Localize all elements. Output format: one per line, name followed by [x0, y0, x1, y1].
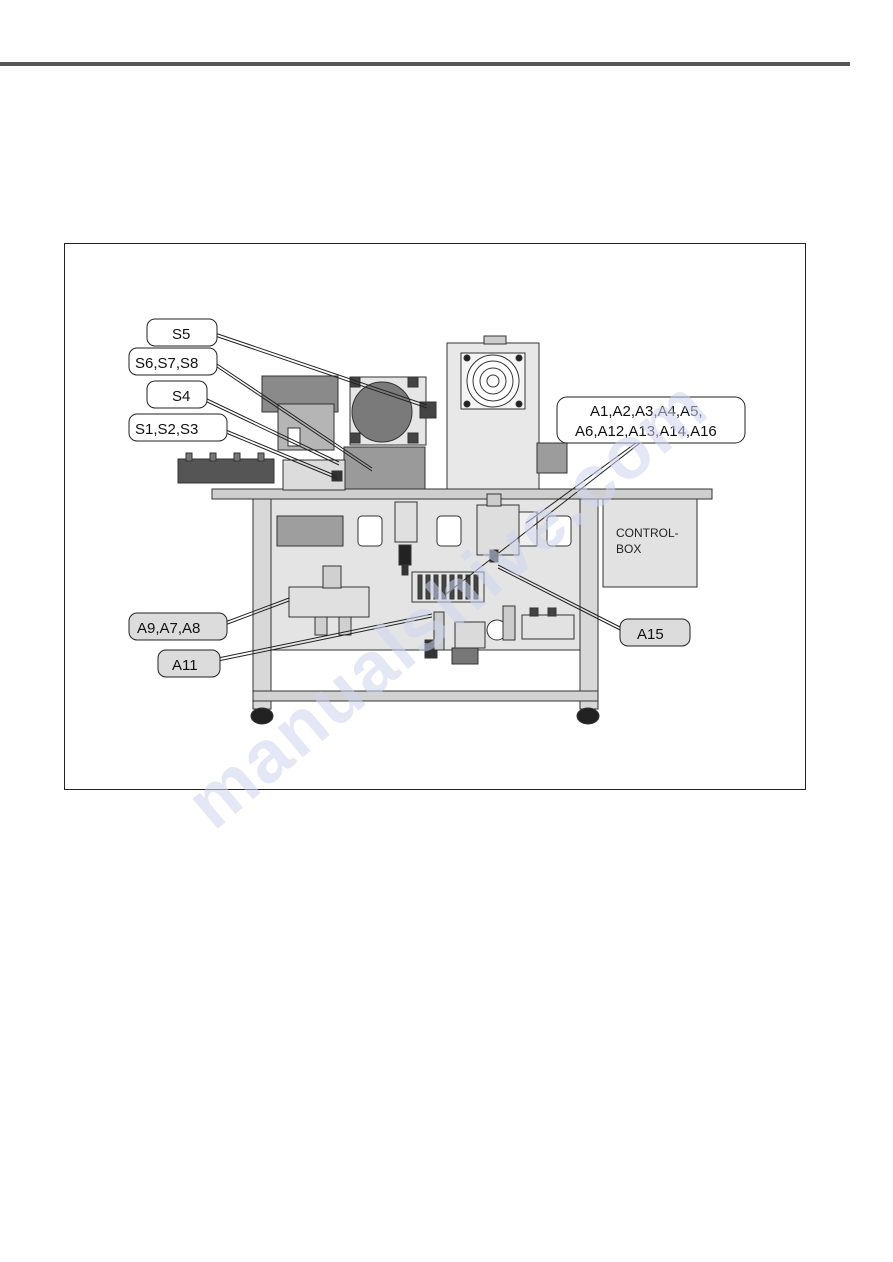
callout-s1-s2-s3: S1,S2,S3: [128, 413, 228, 442]
callout-s5-label: S5: [172, 326, 190, 343]
callout-s4: S4: [146, 380, 208, 409]
callout-a-group-line2: A6,A12,A13,A14,A16: [575, 423, 717, 440]
callout-a9-a7-a8-label: A9,A7,A8: [137, 620, 200, 637]
callout-s4-label: S4: [172, 388, 190, 405]
callout-s6-s7-s8: S6,S7,S8: [128, 347, 218, 376]
control-box-label-line2: BOX: [616, 542, 641, 556]
callout-a15: A15: [619, 618, 691, 647]
callout-s1-s2-s3-label: S1,S2,S3: [135, 421, 198, 438]
callout-s6-s7-s8-label: S6,S7,S8: [135, 355, 198, 372]
leader-lines: [202, 332, 641, 662]
machine-drawing: [177, 335, 713, 725]
callout-a15-label: A15: [637, 626, 664, 643]
callout-s5: S5: [146, 318, 218, 347]
callout-a9-a7-a8: A9,A7,A8: [128, 612, 228, 641]
header-rule: [0, 62, 850, 66]
callout-a-group: A1,A2,A3,A4,A5, A6,A12,A13,A14,A16: [556, 396, 746, 444]
callout-a-group-line1: A1,A2,A3,A4,A5,: [590, 403, 703, 420]
callout-a11-label: A11: [172, 657, 198, 674]
callout-a11: A11: [157, 649, 221, 678]
control-box-label-line1: CONTROL-: [616, 526, 679, 540]
